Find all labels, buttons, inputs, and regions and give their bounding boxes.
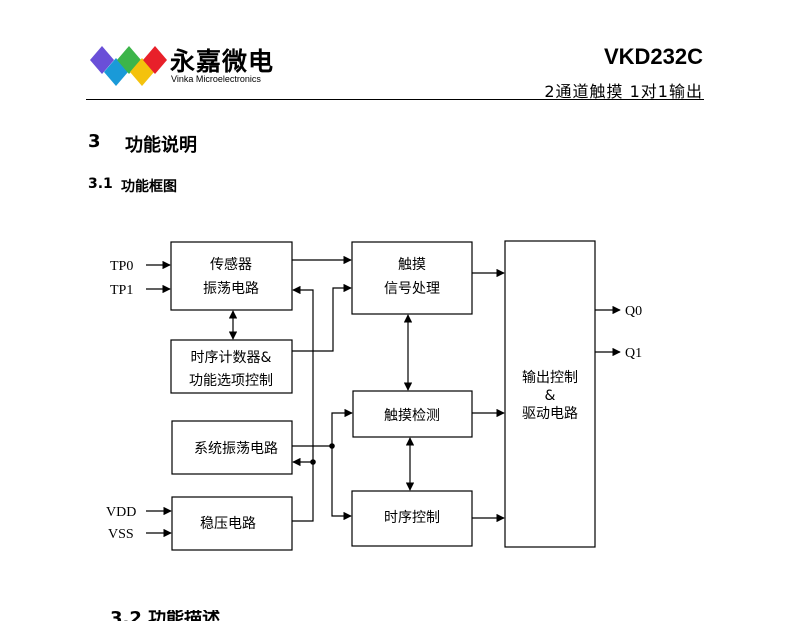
junction-dot xyxy=(329,443,335,449)
next-heading-partial: 3.2 功能描述 xyxy=(110,610,230,621)
sensor-label-2: 振荡电路 xyxy=(203,281,259,297)
vss-label: VSS xyxy=(108,527,134,542)
output-label-1: 输出控制 xyxy=(522,370,578,386)
junction-dot xyxy=(310,459,316,465)
product-subtitle: 2通道触摸 1对1输出 xyxy=(544,82,703,101)
timing-label: 时序控制 xyxy=(384,510,440,526)
q1-label: Q1 xyxy=(625,346,642,361)
subsection-title: 功能框图 xyxy=(121,179,177,195)
company-name-en: Vinka Microelectronics xyxy=(171,74,261,84)
regulator-block xyxy=(171,496,293,551)
output-drive-block xyxy=(504,240,596,548)
company-name-cn: 永嘉微电 xyxy=(170,47,275,76)
q0-label: Q0 xyxy=(625,304,642,319)
sensor-osc-block xyxy=(170,241,293,311)
regulator-label: 稳压电路 xyxy=(200,516,256,532)
header-divider xyxy=(86,99,704,100)
detect-label: 触摸检测 xyxy=(384,408,440,424)
model-number: VKD232C xyxy=(603,44,703,69)
section-title: 功能说明 xyxy=(125,135,197,156)
tp0-label: TP0 xyxy=(110,259,133,274)
sensor-label-1: 传感器 xyxy=(210,256,252,273)
vdd-label: VDD xyxy=(106,505,136,520)
output-label-3: 驱动电路 xyxy=(522,406,578,422)
counter-label-1: 时序计数器& xyxy=(191,350,272,366)
sysosc-to-detect-wire xyxy=(331,408,353,446)
sysosc-to-timing-wire xyxy=(331,446,352,521)
touch-detect-block xyxy=(352,390,473,438)
counter-to-signal-wire xyxy=(292,283,352,352)
touch-signal-block xyxy=(351,241,473,315)
signal-label-1: 触摸 xyxy=(398,257,426,273)
company-logo xyxy=(90,46,167,86)
timing-counter-block xyxy=(170,339,293,394)
logo-diamond-purple xyxy=(90,46,114,74)
logo-diamond-red xyxy=(143,46,167,74)
sysosc-label: 系统振荡电路 xyxy=(194,441,278,457)
counter-label-2: 功能选项控制 xyxy=(189,373,273,389)
subsection-number: 3.1 xyxy=(88,176,113,192)
regulator-to-sensor-wire xyxy=(292,285,314,522)
signal-label-2: 信号处理 xyxy=(384,281,440,297)
output-label-2: & xyxy=(545,388,556,404)
sys-osc-block xyxy=(171,420,293,475)
tp1-label: TP1 xyxy=(110,283,133,298)
next-heading-text: 3.2 功能描述 xyxy=(110,610,221,621)
section-number: 3 xyxy=(88,131,101,152)
